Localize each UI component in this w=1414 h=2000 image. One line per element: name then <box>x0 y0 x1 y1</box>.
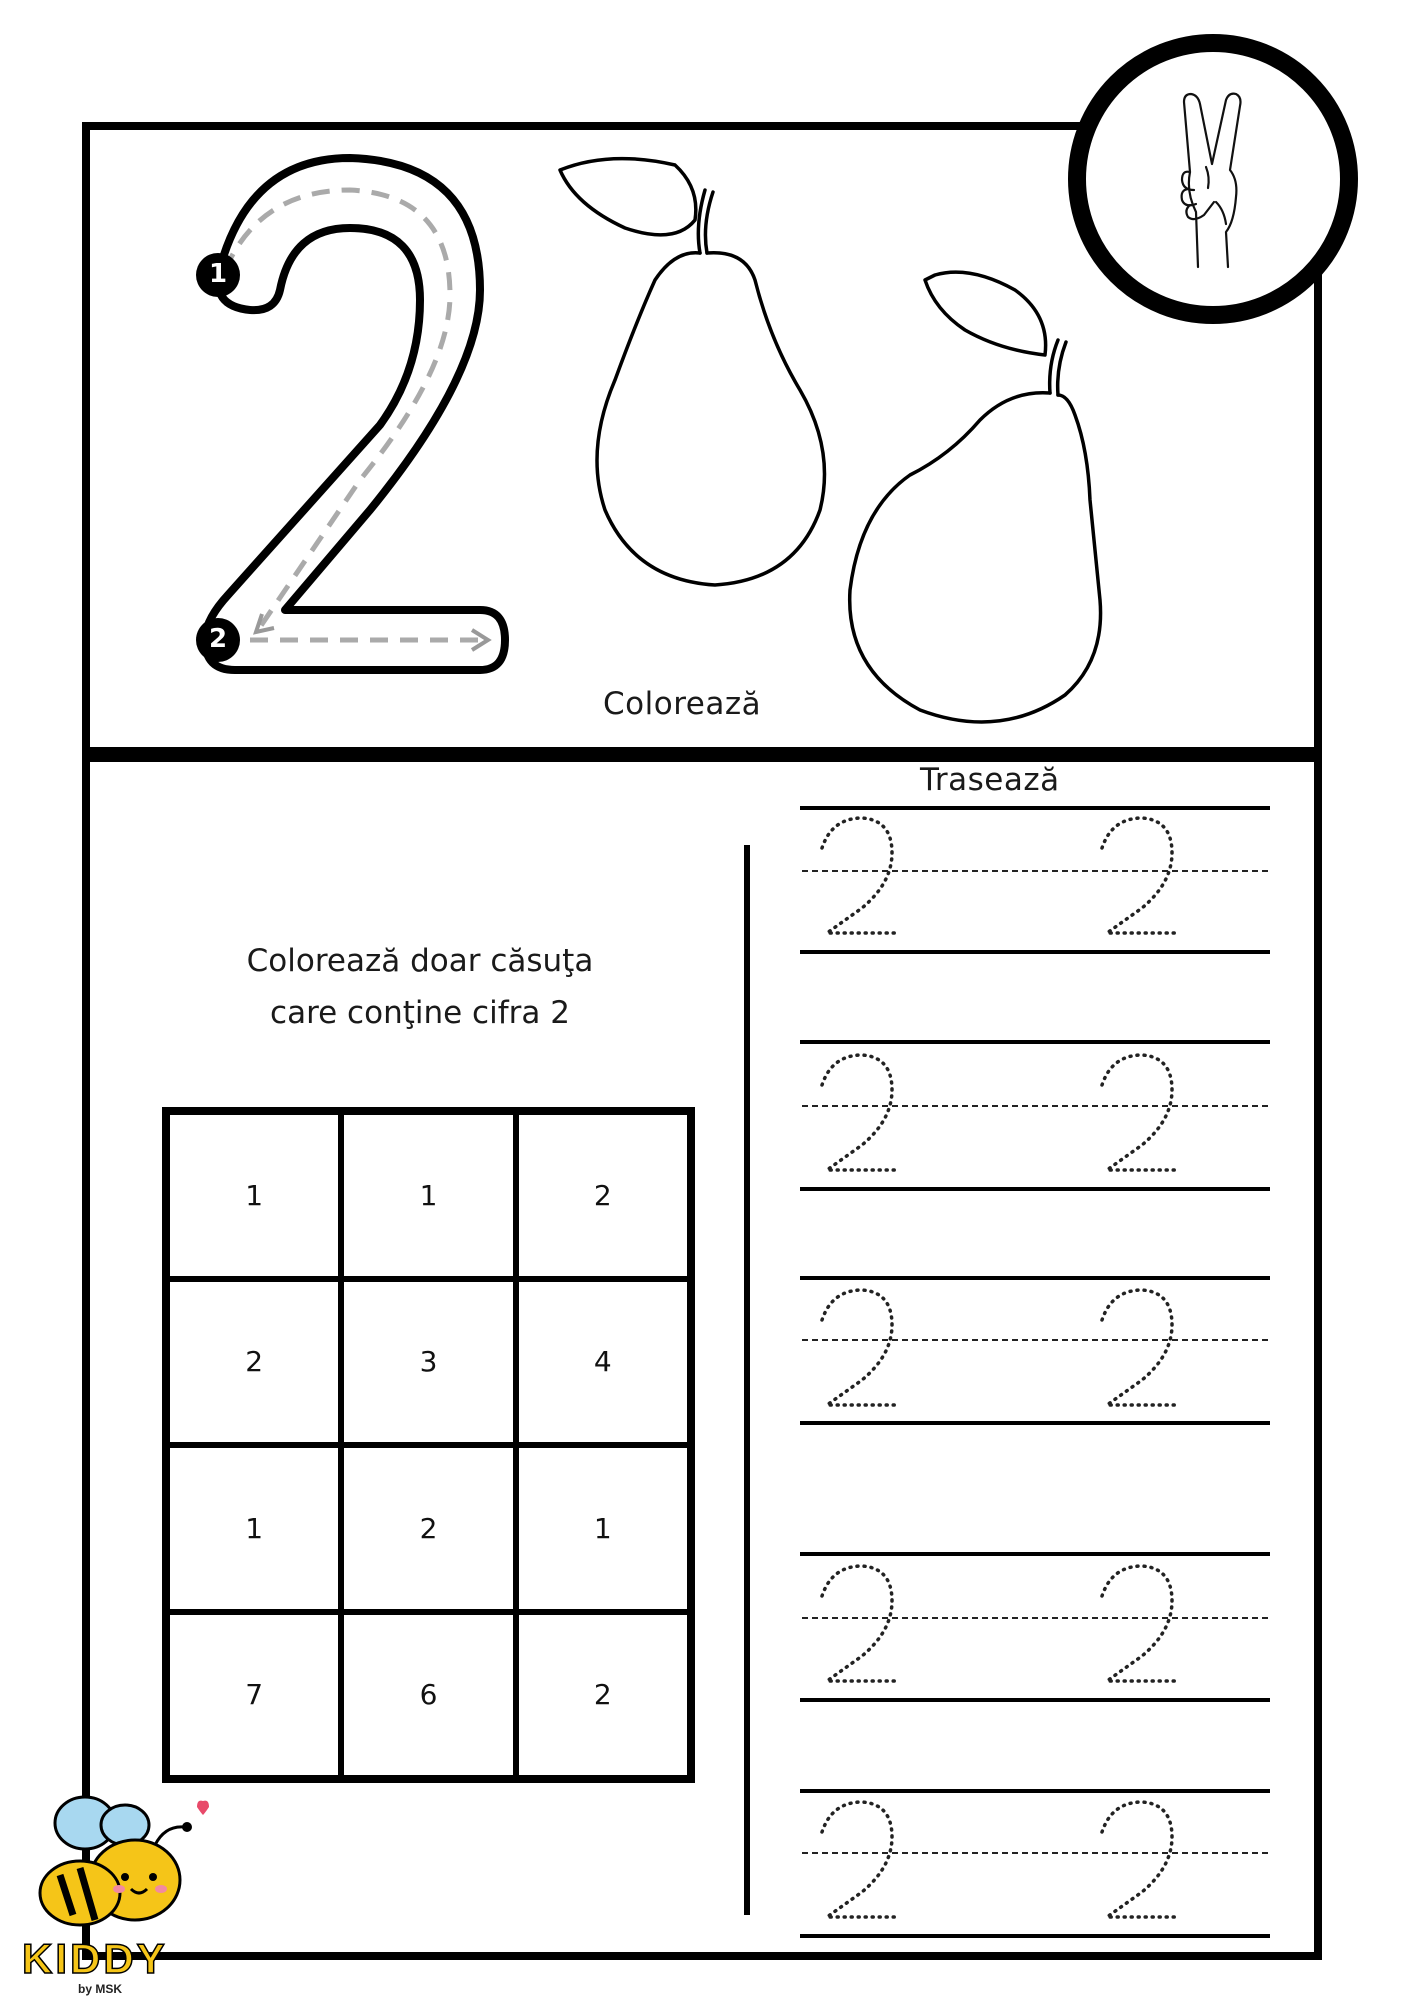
color-pears-label: Colorează <box>603 686 762 722</box>
step-badge-one-label: 1 <box>208 259 228 289</box>
section-divider <box>744 845 750 1915</box>
grid-cell[interactable]: 2 <box>515 1611 690 1778</box>
grid-cell[interactable]: 2 <box>167 1278 342 1445</box>
grid-cell[interactable]: 4 <box>515 1278 690 1445</box>
grid-cell[interactable]: 6 <box>341 1611 516 1778</box>
grid-cell[interactable]: 1 <box>515 1445 690 1612</box>
grid-instruction: Colorează doar căsuţa care conţine cifra… <box>170 935 670 1039</box>
bottom-panel-frame <box>82 747 1322 1960</box>
step-badge-two-label: 2 <box>208 624 228 654</box>
bee-logo-icon <box>38 1795 209 1927</box>
number-grid: 1 1 2 2 3 4 1 2 1 7 6 2 <box>162 1107 695 1783</box>
grid-instruction-line1: Colorează doar căsuţa <box>246 943 594 979</box>
grid-cell[interactable]: 1 <box>167 1445 342 1612</box>
grid-cell[interactable]: 1 <box>341 1112 516 1279</box>
step-badge-two <box>196 618 240 662</box>
big-digit-two <box>196 154 509 674</box>
logo-wordmark: KIDDY <box>21 1934 168 1983</box>
grid-cell[interactable]: 3 <box>341 1278 516 1445</box>
peace-hand-icon <box>1180 92 1242 269</box>
pear-left <box>558 156 827 587</box>
grid-instruction-line2: care conţine cifra 2 <box>270 995 570 1031</box>
top-panel-frame <box>82 122 1322 762</box>
logo-subtitle: by MSK <box>78 1982 123 1996</box>
grid-cell[interactable]: 1 <box>167 1112 342 1279</box>
step-badge-one <box>196 253 240 297</box>
grid-cell[interactable]: 2 <box>341 1445 516 1612</box>
grid-cell[interactable]: 2 <box>515 1112 690 1279</box>
pear-right <box>847 270 1103 724</box>
trace-label: Trasează <box>920 762 1060 798</box>
grid-cell[interactable]: 7 <box>167 1611 342 1778</box>
